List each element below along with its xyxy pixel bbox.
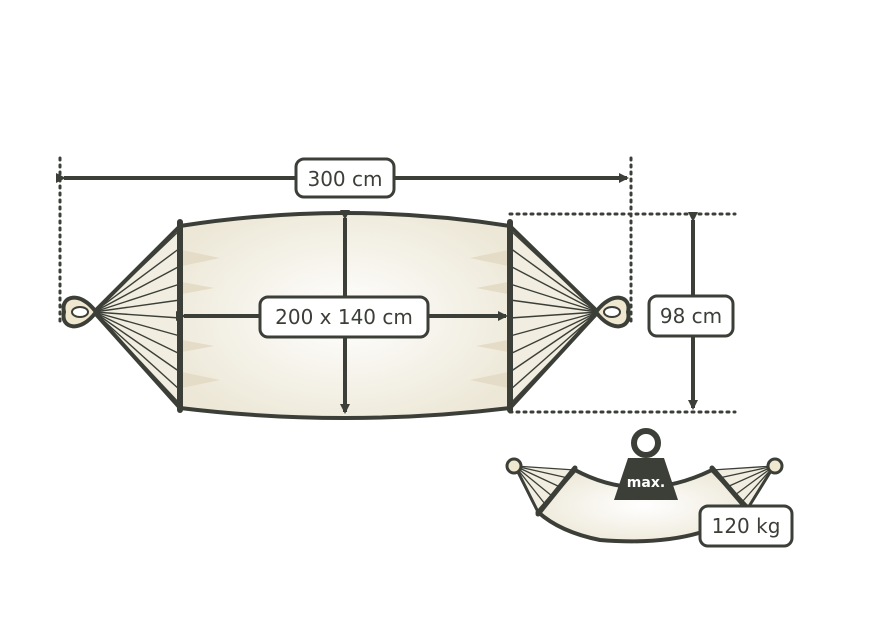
side-fan-edges [513,465,776,513]
side-right-bar [709,465,751,513]
side-height-text: 98 cm [660,304,722,328]
right-loop-hole [603,306,621,318]
weight-icon: max. [614,428,678,500]
side-left-bar [535,465,578,517]
fabric-shading [182,250,508,388]
weight-body [614,458,678,500]
dotted-guides [58,156,737,414]
right-fan-fill [510,226,598,408]
weight-ring [631,428,661,458]
side-left-ring [505,457,523,475]
weight-tag-text: max. [627,475,665,491]
label-bed-size: 200 x 140 cm [258,295,430,339]
side-left-fan-strings [514,465,576,513]
label-total-length: 300 cm [294,157,396,199]
hammock-side-view [505,457,784,544]
label-max-load: 120 kg [698,504,794,548]
left-fan-edge [92,224,182,410]
left-fan-fill [94,226,180,408]
side-right-ring [766,457,784,475]
left-loop-hole [71,306,89,318]
max-load-text: 120 kg [712,514,781,538]
right-fan-edge [508,224,600,410]
total-length-text: 300 cm [307,167,382,191]
bed-size-text: 200 x 140 cm [275,305,413,329]
label-side-height: 98 cm [647,294,735,338]
